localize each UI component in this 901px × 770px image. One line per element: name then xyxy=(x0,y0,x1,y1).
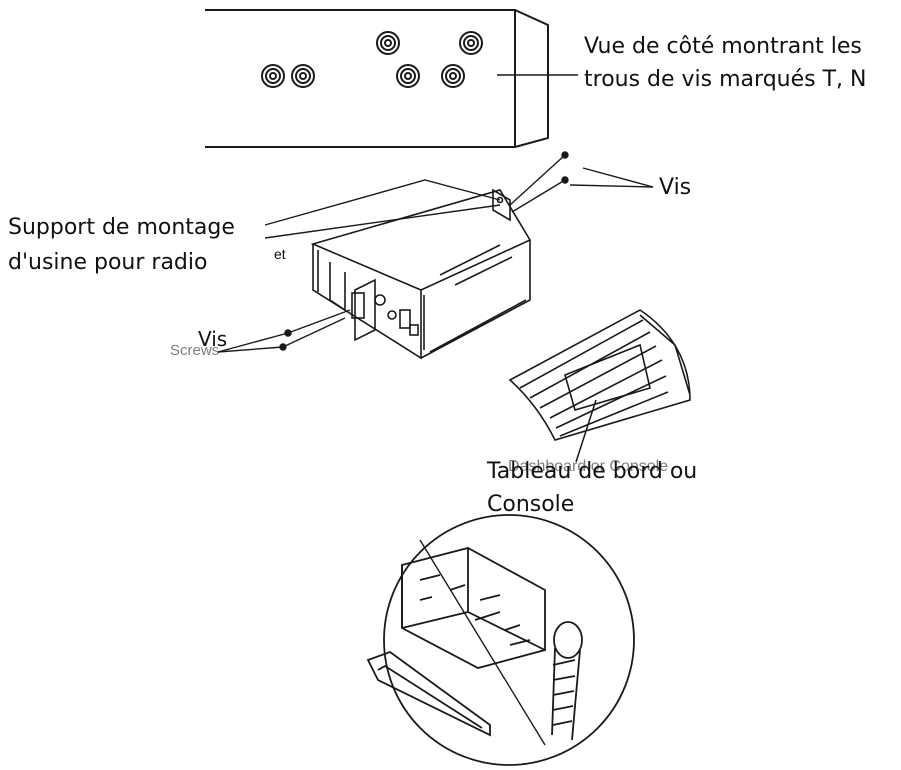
side-view-label-line1: Vue de côté montrant les xyxy=(584,34,862,59)
side-view-label-line2: trous de vis marqués T, N xyxy=(584,67,867,92)
screw-hole-2 xyxy=(291,64,315,88)
side-view-panel xyxy=(205,9,578,148)
screw-hole-1 xyxy=(261,64,285,88)
support-leaders xyxy=(264,179,501,239)
dashboard-label-en: Dashboard or Console xyxy=(508,458,669,475)
top-screws xyxy=(509,151,654,213)
dashboard-trim xyxy=(508,309,691,463)
screws-label-top: Vis xyxy=(659,175,692,200)
detail-circle xyxy=(366,514,635,766)
screw-hole-5 xyxy=(396,64,420,88)
screws-label-left-en: Screws xyxy=(170,342,220,359)
left-screws xyxy=(217,309,351,353)
dashboard-label-fr-line1: Tableau de bord ou xyxy=(487,459,698,484)
dashboard-label-fr-line2: Console xyxy=(487,492,575,517)
and-label: et xyxy=(274,246,286,262)
screw-hole-3 xyxy=(376,31,400,55)
radio-chassis xyxy=(310,188,532,360)
support-label-line2: d'usine pour radio xyxy=(8,250,208,275)
screw-hole-4 xyxy=(459,31,483,55)
support-label-line1: Support de montage xyxy=(8,215,235,240)
screw-hole-6 xyxy=(441,64,465,88)
screws-label-left-fr: Vis xyxy=(198,327,228,351)
